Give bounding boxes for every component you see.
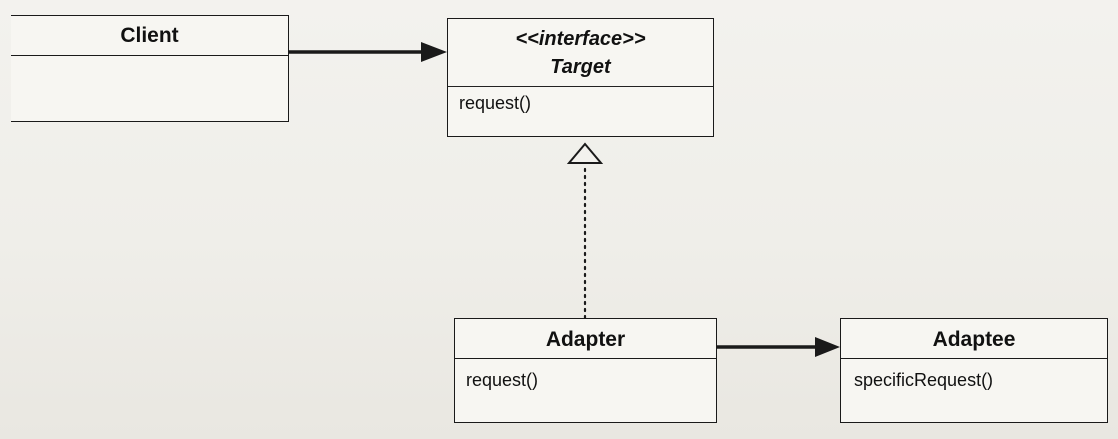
adaptee-class-members: specificRequest() [841, 359, 1107, 392]
target-interface-name: Target [550, 56, 611, 78]
client-class: Client [11, 15, 289, 122]
client-class-name: Client [11, 16, 288, 56]
adapter-class: Adapter request() [454, 318, 717, 423]
target-interface: <<interface>> Target request() [447, 18, 714, 137]
adapter-method-request: request() [466, 370, 539, 390]
client-target-arrowhead [421, 42, 447, 62]
target-stereotype: <<interface>> [515, 28, 646, 50]
adaptee-class-name: Adaptee [841, 319, 1107, 359]
realization-triangle-icon [566, 142, 604, 164]
adapter-class-members: request() [455, 359, 716, 392]
target-interface-header: <<interface>> Target [448, 19, 713, 87]
adapter-adaptee-arrowhead [815, 337, 840, 357]
target-interface-members: request() [448, 87, 713, 115]
adapter-class-name: Adapter [455, 319, 716, 359]
adaptee-class: Adaptee specificRequest() [840, 318, 1108, 423]
adaptee-method-specific-request: specificRequest() [854, 370, 994, 390]
target-method-request: request() [459, 93, 532, 113]
